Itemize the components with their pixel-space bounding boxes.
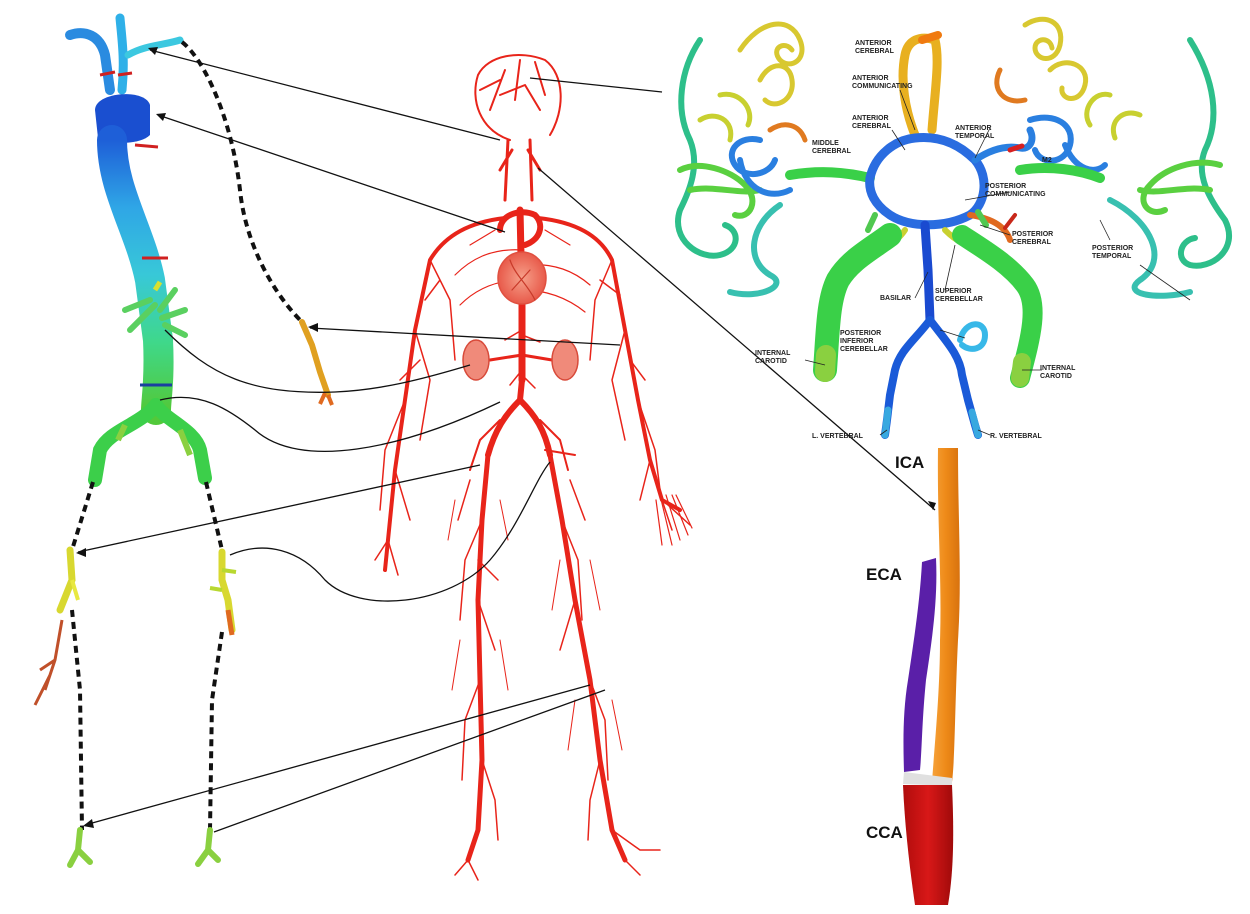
left-profunda bbox=[35, 620, 62, 705]
connector-left-foot bbox=[85, 685, 590, 825]
left-inner-blue bbox=[732, 139, 790, 194]
label-ica: ICA bbox=[895, 453, 924, 472]
right-upper-orange bbox=[997, 70, 1025, 101]
right-thigh-dashed bbox=[206, 482, 222, 550]
arrowhead bbox=[156, 113, 166, 121]
carotid-bifurcation-model: ICA ECA CCA bbox=[866, 448, 960, 905]
arm-forearm-vessel bbox=[302, 322, 328, 395]
connector-neck-to-model bbox=[150, 50, 500, 140]
connector-brain-to-willis bbox=[530, 78, 662, 92]
carotid-vessel-left bbox=[70, 33, 110, 90]
connector-iliac bbox=[160, 397, 500, 451]
right-iliac bbox=[156, 405, 205, 478]
label-anterior-cerebral-top: ANTERIORCEREBRAL bbox=[855, 40, 895, 55]
right-middle-cerebral bbox=[1020, 168, 1100, 178]
left-leg-artery bbox=[468, 455, 488, 860]
ica-vessel bbox=[932, 448, 960, 782]
label-l-vertebral: L. VERTEBRAL bbox=[812, 433, 864, 440]
right-hand bbox=[656, 495, 692, 545]
head-vessels bbox=[475, 55, 560, 140]
left-arm-branches bbox=[375, 260, 455, 575]
marker-red-2 bbox=[118, 73, 132, 75]
left-shin-dashed bbox=[72, 610, 82, 830]
label-basilar: BASILAR bbox=[880, 295, 911, 302]
arrowhead bbox=[148, 47, 158, 55]
connector-right-foot bbox=[214, 690, 605, 832]
label-internal-carotid-right: INTERNALCAROTID bbox=[1040, 365, 1076, 380]
right-cerebral-yellow bbox=[1087, 94, 1140, 138]
left-arm-artery bbox=[385, 218, 505, 570]
right-leg-artery bbox=[550, 455, 625, 860]
right-foot-vessels bbox=[198, 830, 218, 864]
arrowhead bbox=[83, 819, 94, 828]
common-iliacs bbox=[488, 380, 550, 455]
left-thigh-dashed bbox=[72, 482, 93, 550]
label-eca: ECA bbox=[866, 565, 902, 584]
left-foot-vessels bbox=[70, 830, 90, 865]
marker-red-3 bbox=[135, 145, 158, 147]
connector-arch bbox=[158, 115, 505, 232]
leader bbox=[945, 245, 955, 290]
right-top-loops bbox=[1025, 19, 1086, 98]
cca-vessel bbox=[903, 785, 953, 905]
label-cca: CCA bbox=[866, 823, 903, 842]
right-arm-branches bbox=[590, 260, 690, 530]
anterior-cerebral-tip bbox=[922, 35, 938, 40]
label-m2: M2 bbox=[1042, 157, 1052, 164]
label-r-vertebral: R. VERTEBRAL bbox=[990, 433, 1042, 440]
arrowhead bbox=[308, 323, 318, 332]
carotid-vessel-right bbox=[120, 18, 123, 90]
neck-carotids bbox=[500, 140, 540, 200]
left-popliteal bbox=[60, 550, 72, 610]
left-middle-cerebral bbox=[790, 172, 870, 178]
eca-vessel bbox=[903, 558, 936, 772]
posterior-inferior-cerebellar-loop bbox=[960, 324, 985, 349]
vertebral-left bbox=[885, 320, 930, 435]
arterial-network-model bbox=[35, 18, 332, 865]
left-genicular bbox=[72, 580, 78, 600]
left-upper-orange bbox=[770, 125, 805, 140]
internal-carotid-right-end bbox=[1020, 362, 1022, 378]
descending-aorta bbox=[112, 140, 159, 410]
right-lateral-vessels bbox=[1140, 163, 1220, 212]
internal-carotid-left-end bbox=[825, 355, 826, 372]
right-shin-dashed bbox=[210, 632, 222, 830]
right-kidney bbox=[552, 340, 578, 380]
leader bbox=[1100, 220, 1110, 240]
left-cerebral-yellow bbox=[700, 94, 750, 140]
connector-femoral bbox=[78, 465, 480, 552]
posterior-cerebral-right-red bbox=[1005, 215, 1015, 228]
circle-of-willis bbox=[678, 19, 1229, 435]
arrowhead bbox=[76, 548, 86, 557]
left-kidney bbox=[463, 340, 489, 380]
left-outer-loop bbox=[678, 40, 736, 256]
willis-ring bbox=[870, 137, 984, 224]
connector-arm bbox=[310, 328, 620, 345]
left-iliac bbox=[95, 405, 156, 480]
left-top-loops bbox=[740, 24, 802, 104]
right-outer-loop bbox=[1181, 40, 1229, 266]
